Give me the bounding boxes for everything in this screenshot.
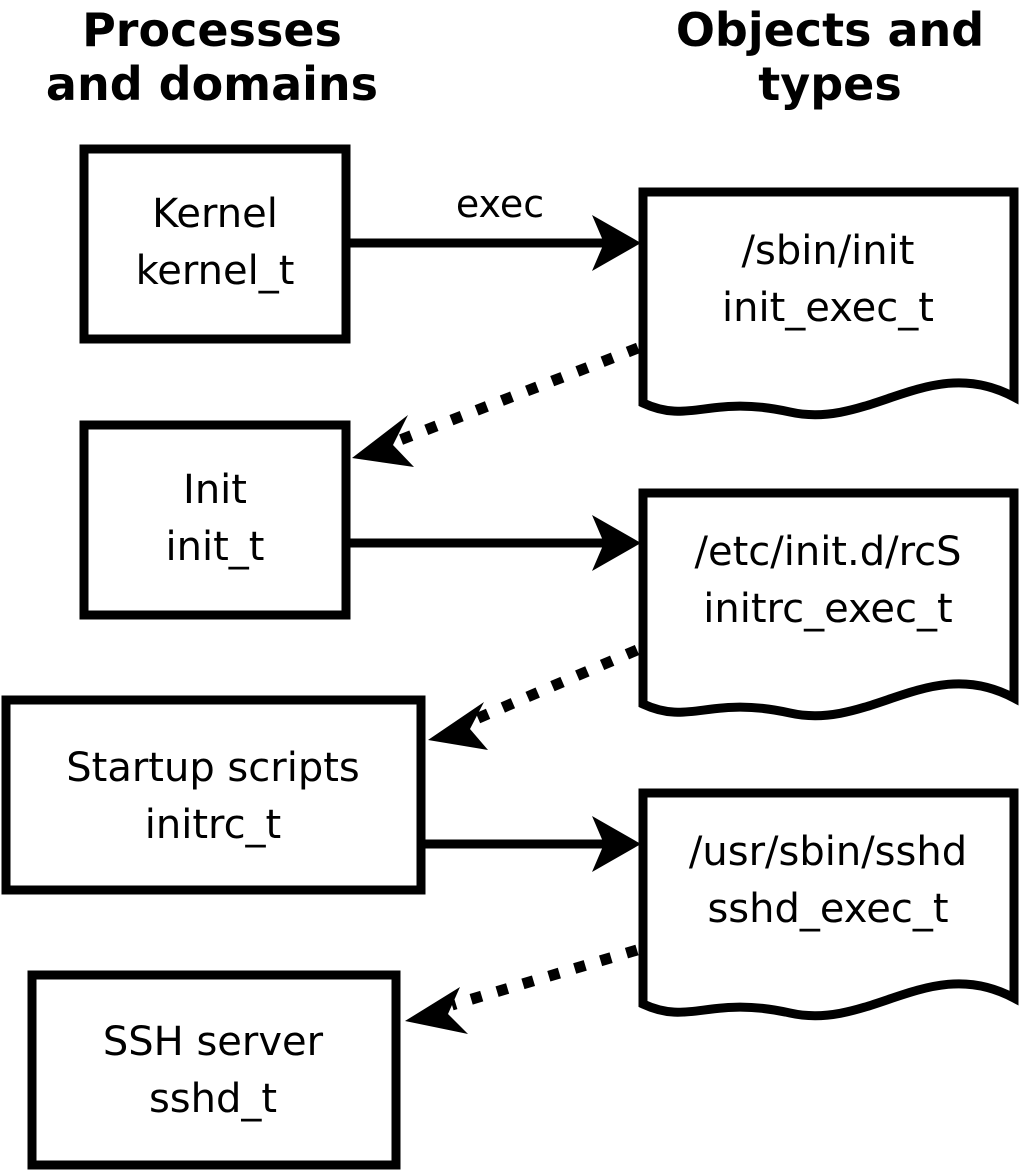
edge-initrc-exec-sshd-exec (425, 816, 641, 872)
process-box-ssh-server-type: sshd_t (149, 1076, 277, 1122)
process-box-ssh-server-name: SSH server (103, 1019, 324, 1065)
object-doc-init-exec-type: init_exec_t (722, 285, 934, 331)
object-doc-initrc-exec[interactable]: /etc/init.d/rcS initrc_exec_t (638, 488, 1019, 721)
column-header-right-line1: Objects and (676, 3, 984, 57)
object-doc-sshd-exec-path: /usr/sbin/sshd (689, 829, 967, 875)
edge-label-exec: exec (456, 182, 544, 226)
edge-line-init-transition (398, 342, 640, 446)
arrowhead-initrc-transition (428, 702, 488, 750)
process-box-kernel-rect[interactable] (79, 144, 351, 344)
edge-sshd-exec-to-sshd (405, 944, 639, 1034)
edge-init-exec-to-init (352, 342, 640, 467)
column-header-left-line2: and domains (46, 57, 378, 111)
process-box-init-name: Init (183, 467, 247, 513)
object-doc-init-exec-path: /sbin/init (742, 228, 915, 274)
object-doc-sshd-exec-shape[interactable] (638, 788, 1019, 1021)
object-doc-sshd-exec-type: sshd_exec_t (707, 886, 948, 932)
arrowhead-init-exec (592, 515, 641, 571)
object-doc-initrc-exec-type: initrc_exec_t (703, 586, 952, 632)
process-box-startup-scripts-name: Startup scripts (66, 745, 359, 791)
arrowhead-init-transition (352, 415, 414, 467)
process-box-init-rect[interactable] (79, 420, 351, 620)
process-box-ssh-server-rect[interactable] (27, 970, 401, 1170)
process-box-startup-scripts[interactable]: Startup scripts initrc_t (1, 695, 426, 895)
process-box-init[interactable]: Init init_t (79, 420, 351, 620)
process-box-kernel[interactable]: Kernel kernel_t (79, 144, 351, 344)
arrowhead-initrc-exec (592, 816, 641, 872)
column-header-left-line1: Processes (82, 3, 342, 57)
object-doc-init-exec-shape[interactable] (638, 187, 1019, 420)
process-box-startup-scripts-type: initrc_t (145, 802, 282, 848)
arrowhead-kernel-exec (592, 215, 641, 271)
object-doc-initrc-exec-shape[interactable] (638, 488, 1019, 721)
object-doc-initrc-exec-path: /etc/init.d/rcS (694, 529, 961, 575)
column-header-right-line2: types (758, 57, 901, 111)
edge-initrc-exec-to-initrc (428, 644, 640, 750)
edge-line-initrc-transition (473, 644, 640, 725)
process-box-kernel-name: Kernel (152, 191, 278, 237)
process-box-ssh-server[interactable]: SSH server sshd_t (27, 970, 401, 1170)
column-header-right: Objects and types (676, 3, 984, 111)
process-box-init-type: init_t (166, 524, 265, 570)
object-doc-sshd-exec[interactable]: /usr/sbin/sshd sshd_exec_t (638, 788, 1019, 1021)
object-doc-init-exec[interactable]: /sbin/init init_exec_t (638, 187, 1019, 420)
edge-kernel-exec-init-exec: exec (350, 182, 641, 271)
edge-init-exec-initrc-exec (348, 515, 641, 571)
process-box-startup-scripts-rect[interactable] (1, 695, 426, 895)
edge-line-sshd-transition (450, 944, 639, 1011)
arrowhead-sshd-transition (405, 987, 468, 1034)
column-header-left: Processes and domains (46, 3, 378, 111)
process-box-kernel-type: kernel_t (136, 248, 295, 294)
